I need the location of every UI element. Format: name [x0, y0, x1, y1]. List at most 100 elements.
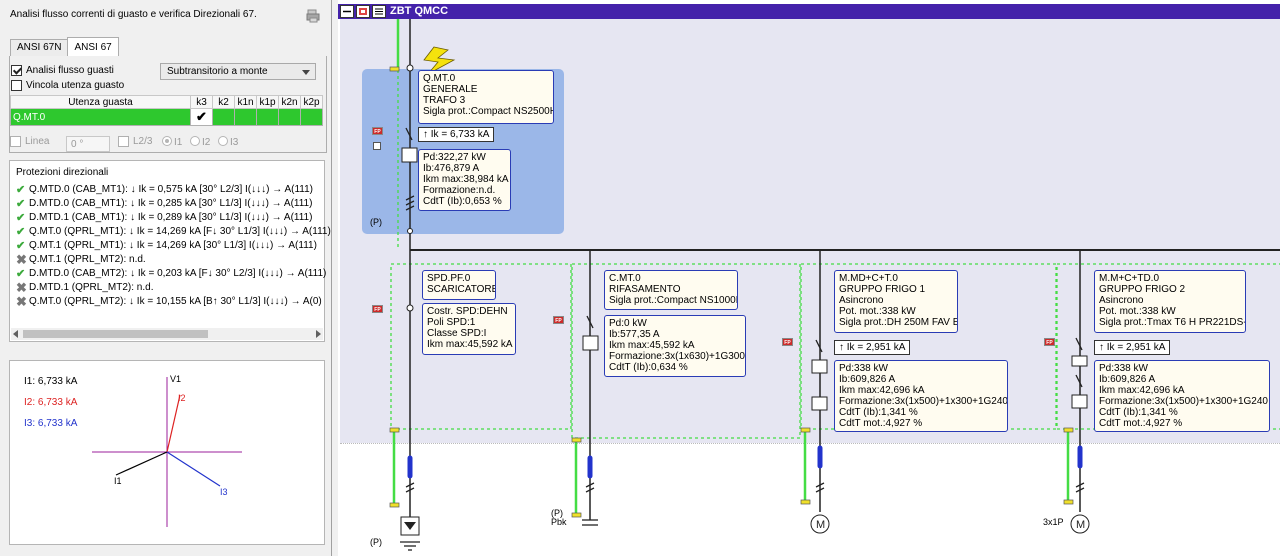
- cell-k2n[interactable]: [278, 108, 301, 126]
- scroll-thumb[interactable]: [23, 330, 208, 338]
- table-row[interactable]: Q.MT.0 ✔: [10, 108, 323, 126]
- mmd2-dashed-box: [1056, 263, 1280, 430]
- check-icon: ✔: [16, 184, 26, 196]
- cell-k1p[interactable]: [256, 108, 279, 126]
- switch-icon: [1075, 337, 1083, 351]
- relay-icon: [811, 396, 828, 411]
- p-tag: (P): [370, 217, 382, 227]
- item-text: D.MTD.1 (CAB_MT1): ↓ Ik = 0,289 kA [30° …: [29, 212, 313, 223]
- cable-mark: [585, 482, 595, 488]
- analisi-flusso-checkbox[interactable]: Analisi flusso guasti: [11, 65, 114, 76]
- linea-checkbox[interactable]: Linea: [10, 136, 49, 147]
- list-icon[interactable]: [372, 5, 386, 18]
- cell-k2[interactable]: [212, 108, 235, 126]
- qmt-data[interactable]: Pd:322,27 kW Ib:476,879 A Ikm max:38,984…: [418, 149, 511, 211]
- mmd2-data[interactable]: Pd:338 kW Ib:609,826 A Ikm max:42,696 kA…: [1094, 360, 1270, 432]
- cable-mark: [815, 487, 825, 493]
- col-k2n: k2n: [278, 95, 301, 109]
- list-item[interactable]: ✔Q.MTD.0 (CAB_MT1): ↓ Ik = 0,575 kA [30°…: [16, 183, 331, 197]
- spd-label[interactable]: SPD.PF.0 SCARICATORE: [422, 270, 496, 300]
- collapse-icon[interactable]: [340, 5, 354, 18]
- pbk-tag: Pbk: [551, 517, 567, 527]
- small-square-icon: [373, 142, 381, 150]
- l23-checkbox[interactable]: L2/3: [118, 136, 152, 147]
- scroll-left-icon[interactable]: [13, 330, 18, 338]
- p-tag: (P): [370, 537, 382, 547]
- mode-select-value: Subtransitorio a monte: [167, 66, 268, 77]
- panel-title: Analisi flusso correnti di guasto e veri…: [10, 9, 257, 20]
- radio-i2[interactable]: I2: [190, 136, 210, 148]
- cmt-data[interactable]: Pd:0 kW Ib:577,35 A Ikm max:45,592 kA Fo…: [604, 315, 746, 377]
- tab-ansi-67[interactable]: ANSI 67: [67, 37, 119, 56]
- tab-ansi-67n[interactable]: ANSI 67N: [10, 39, 69, 56]
- cable-mark: [405, 482, 415, 488]
- list-item[interactable]: ✔Q.MT.1 (QPRL_MT1): ↓ Ik = 14,269 kA [30…: [16, 239, 331, 253]
- switchboard-title: ZBT QMCC: [390, 5, 449, 17]
- check-icon: ✔: [16, 198, 26, 210]
- col-k3: k3: [190, 95, 213, 109]
- protezioni-title: Protezioni direzionali: [16, 167, 109, 178]
- item-text: Q.MTD.0 (CAB_MT1): ↓ Ik = 0,575 kA [30° …: [29, 184, 313, 195]
- cable-mark: [405, 200, 415, 206]
- horizontal-scrollbar[interactable]: [11, 328, 323, 340]
- item-text: D.MTD.1 (QPRL_MT2): n.d.: [29, 282, 154, 293]
- motor-m-label: M: [816, 519, 825, 531]
- radio-i3[interactable]: I3: [218, 136, 238, 148]
- i3-vector: [166, 451, 221, 487]
- spd-data[interactable]: Costr. SPD:DEHN Poli SPD:1 Classe SPD:I …: [422, 303, 516, 355]
- i1-vector: [115, 451, 168, 476]
- cmt-dashed-box: [571, 263, 801, 439]
- list-item[interactable]: ✖Q.MT.0 (QPRL_MT2): ↓ Ik = 10,155 kA [B↑…: [16, 295, 331, 309]
- 3x1p-tag: 3x1P: [1043, 517, 1064, 527]
- protezioni-panel: Protezioni direzionali ✔Q.MTD.0 (CAB_MT1…: [9, 160, 331, 342]
- list-item[interactable]: ✔D.MTD.0 (CAB_MT1): ↓ Ik = 0,285 kA [30°…: [16, 197, 331, 211]
- angle-spinner[interactable]: 0 °: [66, 136, 110, 152]
- row-name[interactable]: Q.MT.0: [10, 108, 191, 126]
- check-icon[interactable]: ✔: [190, 108, 213, 126]
- checkbox-label: Vincola utenza guasto: [26, 80, 125, 91]
- bar-cap: [571, 512, 582, 518]
- radio-dot[interactable]: [190, 136, 200, 146]
- vincola-utenza-checkbox[interactable]: Vincola utenza guasto: [11, 80, 124, 91]
- list-item[interactable]: ✔D.MTD.0 (CAB_MT2): ↓ Ik = 0,203 kA [F↓ …: [16, 267, 331, 281]
- mode-select[interactable]: Subtransitorio a monte: [160, 63, 316, 80]
- col-utenza: Utenza guasta: [10, 95, 191, 109]
- linea-label: Linea: [25, 136, 50, 147]
- single-line-diagram[interactable]: ZBT QMCC: [338, 0, 1280, 556]
- checkbox-box[interactable]: [10, 136, 21, 147]
- bar-cap: [389, 427, 400, 433]
- settings-icon[interactable]: [356, 5, 370, 18]
- mmd1-label[interactable]: M.MD+C+T.0 GRUPPO FRIGO 1 Asincrono Pot.…: [834, 270, 958, 333]
- i2-value: I2: 6,733 kA: [24, 397, 78, 408]
- check-icon: ✔: [16, 268, 26, 280]
- bar-cap: [389, 502, 400, 508]
- mmd2-label[interactable]: M.M+C+TD.0 GRUPPO FRIGO 2 Asincrono Pot.…: [1094, 270, 1246, 333]
- bar-cap: [800, 499, 811, 505]
- item-text: D.MTD.0 (CAB_MT1): ↓ Ik = 0,285 kA [30° …: [29, 198, 313, 209]
- checkbox-box[interactable]: [11, 80, 22, 91]
- cell-k1n[interactable]: [234, 108, 257, 126]
- list-item[interactable]: ✖Q.MT.1 (QPRL_MT2): n.d.: [16, 253, 331, 267]
- i1-value: I1: 6,733 kA: [24, 376, 78, 387]
- qmt-label[interactable]: Q.MT.0 GENERALE TRAFO 3 Sigla prot.:Comp…: [418, 70, 554, 124]
- radio-dot[interactable]: [218, 136, 228, 146]
- breaker-icon: [401, 147, 418, 163]
- fp-badge: FP: [553, 316, 564, 324]
- scroll-right-icon[interactable]: [316, 330, 321, 338]
- bar-cap: [571, 437, 582, 443]
- cmt-label[interactable]: C.MT.0 RIFASAMENTO Sigla prot.:Compact N…: [604, 270, 738, 310]
- list-item[interactable]: ✖D.MTD.1 (QPRL_MT2): n.d.: [16, 281, 331, 295]
- checkbox-box[interactable]: [11, 65, 22, 76]
- mmd2-ik: ↑ Ik = 2,951 kA: [1094, 340, 1171, 355]
- checkbox-box[interactable]: [118, 136, 129, 147]
- print-icon[interactable]: [306, 9, 320, 23]
- cell-k2p[interactable]: [300, 108, 323, 126]
- radio-i1[interactable]: I1: [162, 136, 182, 148]
- cable-mark: [1075, 482, 1085, 488]
- radio-dot[interactable]: [162, 136, 172, 146]
- l23-label: L2/3: [133, 136, 153, 147]
- mmd1-data[interactable]: Pd:338 kW Ib:609,826 A Ikm max:42,696 kA…: [834, 360, 1008, 432]
- list-item[interactable]: ✔Q.MT.0 (QPRL_MT1): ↓ Ik = 14,269 kA [F↓…: [16, 225, 331, 239]
- radio-label: I1: [174, 137, 183, 148]
- list-item[interactable]: ✔D.MTD.1 (CAB_MT1): ↓ Ik = 0,289 kA [30°…: [16, 211, 331, 225]
